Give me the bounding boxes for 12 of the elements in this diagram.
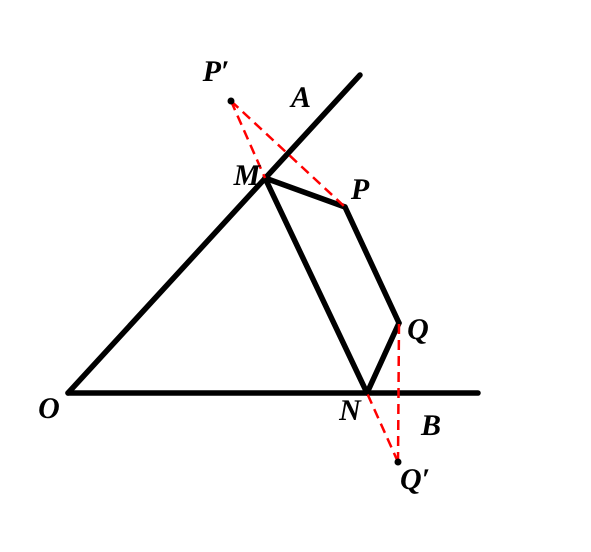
point-label: N	[333, 395, 367, 429]
line-segment	[262, 175, 370, 396]
ray-label: B	[420, 410, 442, 444]
point-label: P′	[193, 56, 239, 96]
point-label: Q′	[394, 464, 436, 504]
ray-label: A	[288, 82, 312, 116]
point-label: Q	[401, 314, 435, 348]
ray-line	[65, 390, 481, 396]
point-label: O	[32, 393, 66, 427]
point-label: P	[345, 174, 375, 208]
point-label: M	[231, 160, 263, 194]
line-segment	[364, 320, 402, 396]
